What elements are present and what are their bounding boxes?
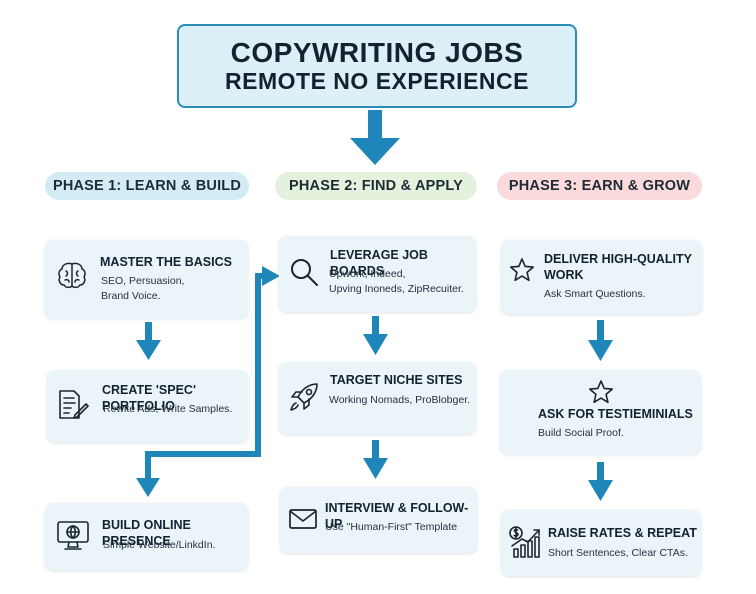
card-title: RAISE RATES & REPEAT (548, 526, 697, 540)
card-raise-rates: RAISE RATES & REPEAT Short Sentences, Cl… (501, 510, 701, 576)
arrow-p3-b-shaft (597, 462, 604, 482)
card-line: Upwork, Indeed, (329, 268, 406, 280)
arrow-p2-b-head (363, 458, 388, 479)
card-title: MASTER THE BASICS (100, 255, 232, 269)
monitor-globe-icon (57, 521, 89, 550)
card-title: LEVERAGE JOB BOARDS (330, 248, 428, 278)
star-icon (588, 380, 614, 404)
card-interview: INTERVIEW & FOLLOW-UP Use "Human-First" … (280, 487, 477, 553)
brain-icon (58, 262, 86, 289)
card-job-boards: LEVERAGE JOB BOARDS Upwork, Indeed, Upvi… (279, 236, 476, 312)
card-description: Working Nomads, ProBlobger. (329, 393, 470, 408)
arrow-p2-a-head (363, 334, 388, 355)
arrow-p3-a-shaft (597, 320, 604, 342)
card-line: Short Sentences, Clear CTAs. (548, 547, 688, 559)
card-line: Ask Smart Questions. (544, 288, 646, 300)
card-master-basics: MASTER THE BASICS SEO, Persuasion, Brand… (45, 240, 248, 318)
card-deliver: DELIVER HIGH-QUALITY WORK Ask Smart Ques… (501, 240, 702, 314)
envelope-icon (289, 509, 317, 529)
document-pen-icon (59, 390, 89, 419)
title-arrow-head (350, 138, 400, 165)
card-title: DELIVER HIGH-QUALITY WORK (544, 252, 692, 283)
arrow-p1-a-shaft (145, 322, 152, 342)
phase-3-pill: PHASE 3: EARN & GROW (497, 172, 702, 200)
card-line: SEO, Persuasion, (101, 275, 185, 287)
title-line-2: REMOTE NO EXPERIENCE (225, 67, 529, 94)
card-line: Build Social Proof. (538, 427, 624, 439)
card-title: ASK FOR TESTIEMINIALS (538, 407, 693, 421)
arrow-p2-b-shaft (372, 440, 379, 460)
card-title: INTERVIEW & FOLLOW-UP (325, 501, 469, 531)
arrow-bend-head-up (136, 478, 160, 497)
title-box: COPYWRITING JOBS REMOTE NO EXPERIENCE (177, 24, 577, 108)
card-description: Upwork, Indeed, Upving Inoneds, ZipRecui… (329, 267, 464, 297)
title-arrow-shaft (368, 110, 382, 140)
card-testimonials: ASK FOR TESTIEMINIALS Build Social Proof… (500, 370, 701, 454)
arrow-bend-head-right (262, 266, 280, 286)
card-title: TARGET NICHE SITES (330, 373, 463, 387)
card-description: SEO, Persuasion, Brand Voice. (101, 274, 184, 304)
arrow-p2-a-shaft (372, 316, 379, 336)
arrow-p3-b-head (588, 480, 613, 501)
phase-2-pill: PHASE 2: FIND & APPLY (275, 172, 477, 200)
card-online-presence: BUILD ONLINE PRESENCE Simple Website/Lin… (45, 503, 248, 570)
arrow-p1-a-head (136, 340, 161, 360)
card-title: BUILD ONLINE PRESENCE (102, 518, 191, 548)
card-title-line: DELIVER HIGH-QUALITY (544, 252, 692, 266)
growth-chart-icon (509, 526, 540, 558)
star-icon (509, 258, 535, 282)
title-line-1: COPYWRITING JOBS (230, 37, 524, 69)
card-description: Use "Human-First" Template (325, 520, 457, 535)
card-description: Short Sentences, Clear CTAs. (548, 546, 688, 561)
card-line: Rewite Ads, Write Samples. (103, 403, 233, 415)
card-spec-portfolio: CREATE 'SPEC' PORTFOLIO Rewite Ads, Writ… (47, 370, 248, 442)
card-line: Use "Human-First" Template (325, 521, 458, 533)
card-line: Working Nomads, ProBlobger. (329, 394, 471, 406)
card-description: Simple Website/LinkdIn. (103, 538, 215, 553)
card-description: Ask Smart Questions. (544, 287, 646, 302)
phase-1-pill: PHASE 1: LEARN & BUILD (45, 172, 249, 200)
card-title: CREATE 'SPEC' PORTFOLIO (102, 383, 196, 413)
card-line: Upving Inoneds, ZipRecuiter. (329, 283, 464, 296)
card-line: Brand Voice. (101, 290, 161, 303)
card-title-line: WORK (544, 267, 584, 282)
card-line: Simple Website/LinkdIn. (103, 539, 216, 551)
card-niche-sites: TARGET NICHE SITES Working Nomads, ProBl… (279, 362, 476, 434)
card-description: Build Social Proof. (538, 426, 624, 441)
rocket-icon (290, 383, 318, 411)
arrow-p3-a-head (588, 340, 613, 361)
search-icon (291, 259, 318, 286)
card-description: Rewite Ads, Write Samples. (103, 402, 232, 417)
